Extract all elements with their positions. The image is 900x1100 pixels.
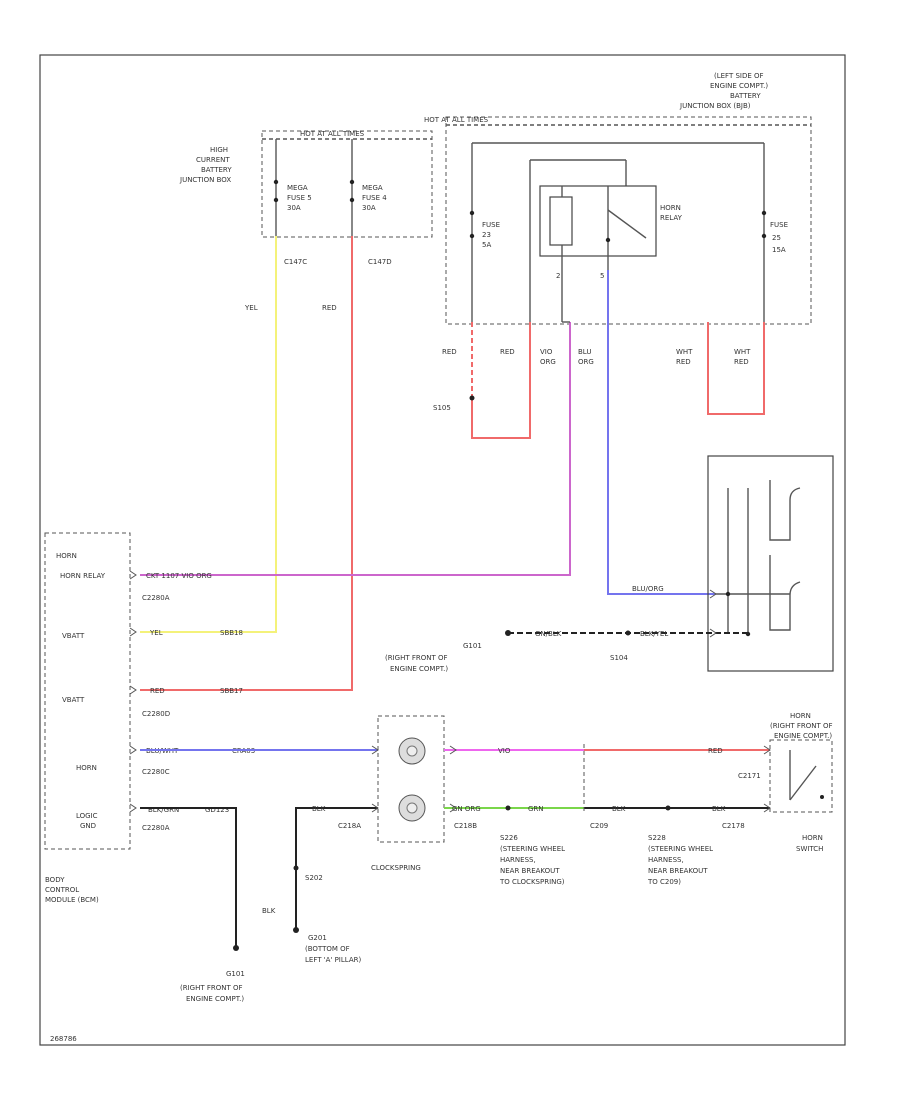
wire-blk-c-label: BLK [712, 805, 726, 813]
c147d-label: C147D [368, 258, 392, 266]
wire-yel-label: YEL [244, 304, 258, 312]
horn-switch-box [769, 739, 833, 813]
s104-label: S104 [610, 654, 628, 662]
c2178-label: C2178 [722, 822, 745, 830]
wire-vio-label: VIO [498, 747, 511, 755]
c147c-label: C147C [284, 258, 307, 266]
horn-component-box [707, 455, 834, 672]
wire-red-hc-label: RED [322, 304, 337, 312]
c2280d-label: C2280D [142, 710, 170, 718]
hot-at-all-times-hc-label: HOT AT ALL TIMES [300, 130, 365, 138]
relay-pin-2: 2 [556, 272, 560, 280]
wire-red-b-label: RED [500, 348, 515, 356]
bcm-horn-sw-label: HORN [76, 764, 97, 772]
c2171-label: C2171 [738, 772, 761, 780]
diagram-frame [39, 54, 846, 1046]
ckt-vbatt2-no: SBB17 [220, 687, 243, 695]
bcm-vbatt-2-label: VBATT [62, 696, 85, 704]
clockspring-box [377, 715, 445, 843]
ckt-relay-label: CKT 1107 VIO ORG [146, 572, 212, 580]
ckt-vbatt1-label: YEL [149, 629, 163, 637]
relay-coil [549, 196, 573, 246]
g101b-label: G101 [226, 970, 245, 978]
wire-blk-a-label: BLK [312, 805, 326, 813]
ckt-vbatt2-label: RED [150, 687, 165, 695]
c218a-label: C218A [338, 822, 361, 830]
bcm-vbatt-1-label: VBATT [62, 632, 85, 640]
wire-gn-org-label: GN ORG [452, 805, 481, 813]
ckt-gnd-label: BLK/GRN [148, 806, 179, 814]
wire-grn-label: GRN [528, 805, 544, 813]
wire-blk-d-label: BLK [262, 907, 276, 915]
c2280a-label-2: C2280A [142, 824, 170, 832]
c2280a-label-1: C2280A [142, 594, 170, 602]
horn-relay-box [539, 185, 657, 257]
s226-label: S226 [500, 834, 518, 842]
c2280c-label: C2280C [142, 768, 170, 776]
g201-label: G201 [308, 934, 327, 942]
ckt-gnd-no: GD123 [205, 806, 229, 814]
bjb-box [445, 116, 812, 325]
c218b-label: C218B [454, 822, 477, 830]
ground-ckt-1-label: GN/BLK [535, 630, 562, 638]
wire-red-a-label: RED [442, 348, 457, 356]
bcm-box [44, 532, 131, 850]
hot-at-all-times-bjb-label: HOT AT ALL TIMES [424, 116, 489, 124]
g101-label: G101 [463, 642, 482, 650]
ground-ckt-2-label: BLK/YEL [640, 630, 668, 638]
bcm-horn-label: HORN [56, 552, 77, 560]
wire-blk-b-label: BLK [612, 805, 626, 813]
s228-label: S228 [648, 834, 666, 842]
high-current-bjb-box [261, 130, 433, 238]
s105-label: S105 [433, 404, 451, 412]
c209-label: C209 [590, 822, 608, 830]
relay-pin-5: 5 [600, 272, 604, 280]
wire-red-sw-label: RED [708, 747, 723, 755]
clockspring-label: CLOCKSPRING [371, 864, 421, 872]
diagram-code: 268786 [50, 1035, 77, 1043]
bcm-horn-relay-label: HORN RELAY [60, 572, 106, 580]
horn-ckt-label: BLU/ORG [632, 585, 664, 593]
s202-label: S202 [305, 874, 323, 882]
connector-markers [129, 570, 771, 813]
ckt-vbatt1-no: SBB18 [220, 629, 243, 637]
